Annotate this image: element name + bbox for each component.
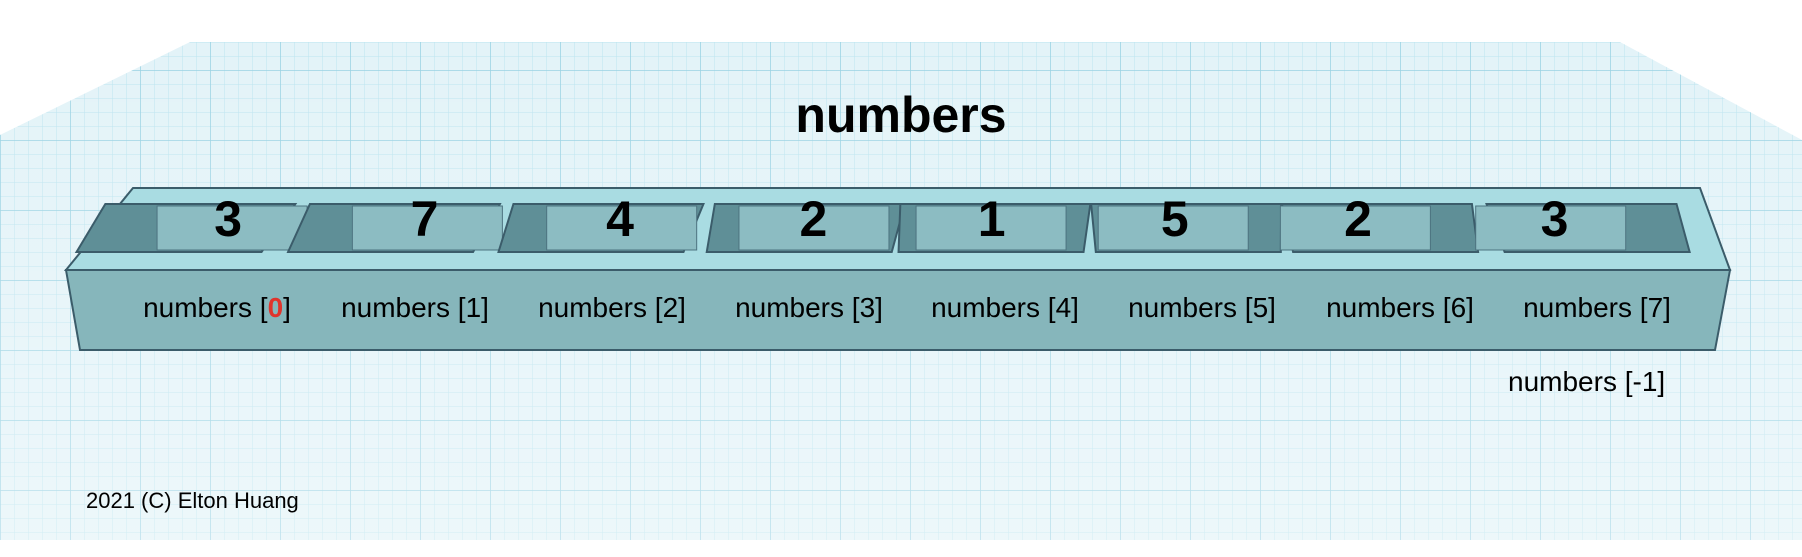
cell-index-label: numbers [4] <box>905 292 1105 324</box>
cell-value: 1 <box>977 191 1006 247</box>
cell-index-label: numbers [5] <box>1102 292 1302 324</box>
cell-value: 3 <box>214 191 242 247</box>
cell-value: 4 <box>606 191 634 247</box>
array-wells <box>74 203 1691 253</box>
cell-label-suffix: ] <box>1268 292 1276 323</box>
array-well <box>1279 203 1480 253</box>
negative-index-label: numbers [-1] <box>1508 366 1666 397</box>
cell-index: 0 <box>267 292 284 323</box>
array-well <box>1090 203 1283 253</box>
array-well <box>497 203 705 253</box>
cell-label-prefix: numbers [ <box>931 292 1056 323</box>
cell-index-label: numbers [3] <box>709 292 909 324</box>
cell-index-label: numbers [0] <box>117 292 317 324</box>
cell-label-prefix: numbers [ <box>143 292 268 323</box>
cell-value: 7 <box>410 191 439 247</box>
cell-index-label: numbers [1] <box>315 292 515 324</box>
array-well <box>74 203 308 253</box>
array-well <box>286 203 503 253</box>
array-well <box>897 203 1092 253</box>
array-well <box>1475 203 1691 253</box>
copyright-credit: 2021 (C) Elton Huang <box>86 488 299 513</box>
cell-label-prefix: numbers [ <box>1326 292 1451 323</box>
cell-index: 6 <box>1450 292 1467 323</box>
cell-index-label: numbers [2] <box>512 292 712 324</box>
cell-label-suffix: ] <box>1466 292 1474 323</box>
cell-value: 3 <box>1540 191 1569 247</box>
cell-index: 5 <box>1252 292 1269 323</box>
cell-value: 2 <box>1344 191 1372 247</box>
cell-label-prefix: numbers [ <box>1523 292 1648 323</box>
cell-index-label: numbers [6] <box>1300 292 1500 324</box>
cell-value: 2 <box>799 191 828 247</box>
cell-index: 3 <box>859 292 876 323</box>
diagram-title: numbers <box>795 87 1007 143</box>
cell-index: 4 <box>1055 292 1072 323</box>
cell-label-suffix: ] <box>875 292 883 323</box>
cell-label-prefix: numbers [ <box>1128 292 1253 323</box>
cell-index: 7 <box>1647 292 1664 323</box>
cell-index: 1 <box>465 292 482 323</box>
cell-label-prefix: numbers [ <box>735 292 860 323</box>
cell-index: 2 <box>662 292 679 323</box>
cell-index-label: numbers [7] <box>1497 292 1697 324</box>
cell-label-suffix: ] <box>481 292 489 323</box>
cell-label-suffix: ] <box>1663 292 1671 323</box>
cell-label-suffix: ] <box>678 292 686 323</box>
cell-label-prefix: numbers [ <box>341 292 466 323</box>
cell-label-suffix: ] <box>283 292 291 323</box>
array-well <box>705 203 907 253</box>
cell-value: 5 <box>1160 191 1189 247</box>
cell-label-prefix: numbers [ <box>538 292 663 323</box>
cell-label-suffix: ] <box>1071 292 1079 323</box>
